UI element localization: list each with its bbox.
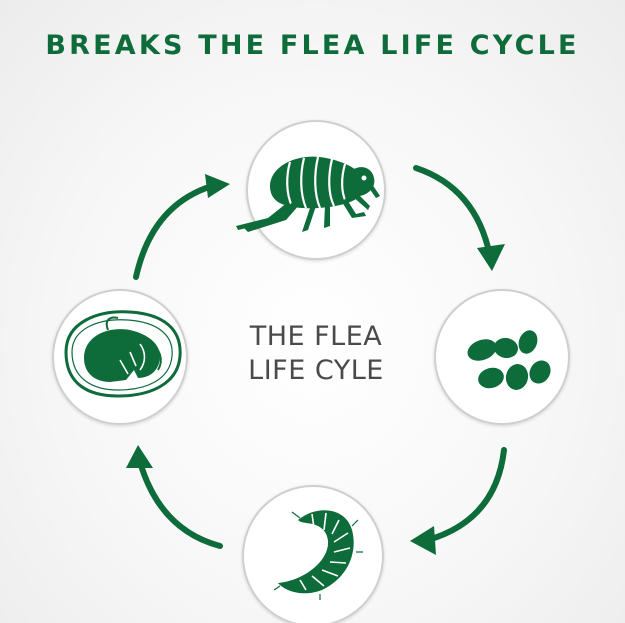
cycle-arrow-pupa-to-adult	[133, 174, 230, 280]
cycle-arrow-larva-to-pupa	[126, 445, 223, 549]
flea-larva-icon	[273, 510, 363, 600]
center-label-line-2: LIFE CYLE	[248, 355, 384, 386]
adult-flea-icon	[236, 156, 380, 232]
stage-circle-larva	[242, 485, 384, 623]
arrowhead-icon	[205, 174, 230, 198]
flea-eggs-icon	[467, 330, 551, 390]
cycle-arrow-eggs-to-larva	[410, 447, 507, 555]
flea-pupa-icon	[64, 310, 182, 398]
headline: BREAKS THE FLEA LIFE CYCLE	[45, 30, 580, 61]
arrowhead-icon	[126, 445, 153, 468]
center-label-line-1: THE FLEA	[249, 321, 383, 352]
cycle-arrow-adult-to-eggs	[413, 165, 505, 271]
arrowhead-icon	[477, 244, 505, 271]
arrowhead-icon	[410, 526, 436, 555]
center-label: THE FLEA LIFE CYLE	[200, 320, 432, 388]
